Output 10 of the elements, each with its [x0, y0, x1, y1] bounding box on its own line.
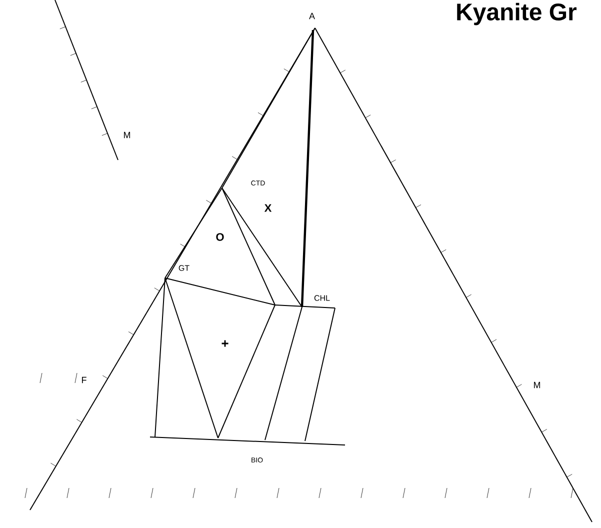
point-label: A — [309, 12, 315, 20]
point-label: O — [216, 233, 224, 241]
point-label: F — [82, 376, 86, 384]
point-label: M — [534, 382, 540, 388]
point-label: CHL — [314, 295, 330, 301]
point-label: GT — [178, 265, 190, 271]
point-label: X — [264, 204, 272, 212]
point-label: M — [124, 132, 130, 138]
point-label: + — [222, 340, 228, 347]
title: Kyanite Gr — [457, 2, 577, 26]
